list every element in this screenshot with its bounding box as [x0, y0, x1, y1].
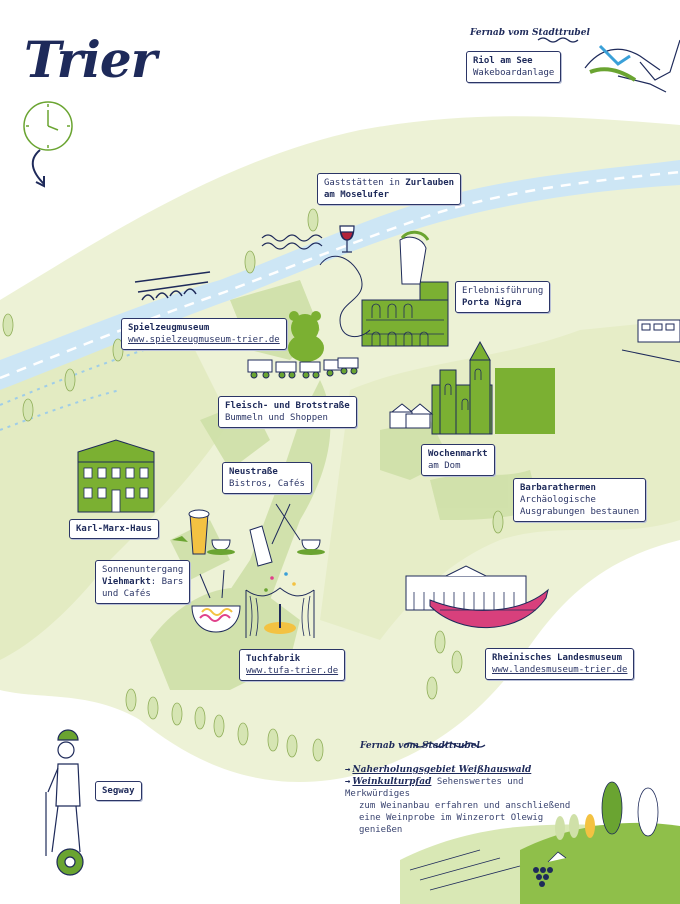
label-zurlauben-bold2: am Moselufer — [324, 190, 390, 200]
label-tuchfabrik[interactable]: Tuchfabrik www.tufa-trier.de — [239, 649, 346, 681]
segway-rider-illustration — [45, 729, 84, 876]
tuchfabrik-stage-illustration — [245, 572, 315, 638]
label-segway-title: Segway — [102, 786, 135, 796]
label-fleisch-title: Fleisch- und Brotstraße — [225, 401, 350, 411]
landesmuseum-illustration — [405, 565, 549, 629]
label-landesmuseum[interactable]: Rheinisches Landesmuseum www.landesmuseu… — [485, 648, 635, 680]
label-wochenmarkt-sub: am Dom — [428, 461, 461, 471]
label-barbara-title: Barbarathermen — [520, 483, 596, 493]
roman-bridge — [134, 271, 211, 301]
wine-glass-icon — [339, 225, 355, 253]
label-barbarathermen[interactable]: Barbarathermen Archäologische Ausgrabung… — [513, 478, 647, 522]
label-riol-am-see[interactable]: Riol am See Wakeboardanlage — [466, 51, 562, 83]
curved-arrow-icon — [31, 149, 45, 188]
away-heading-bottom: Fernab vom Stadttrubel — [360, 741, 480, 751]
label-porta-text: Erlebnisführung — [462, 286, 544, 296]
label-landesmuseum-title: Rheinisches Landesmuseum — [492, 653, 623, 663]
tram-illustration — [621, 319, 680, 363]
label-zurlauben-bold: Zurlauben — [405, 178, 455, 188]
label-viehmarkt-rest: : Bars — [150, 577, 184, 587]
label-tuchfabrik-title: Tuchfabrik — [246, 654, 301, 664]
link-landesmuseum[interactable]: www.landesmuseum-trier.de — [492, 665, 628, 675]
link-tufa[interactable]: www.tufa-trier.de — [246, 666, 339, 676]
link-weisshauswald[interactable]: Naherholungsgebiet Weißhauswald — [352, 765, 532, 775]
label-zurlauben-text: Gaststätten in — [324, 178, 406, 188]
label-segway[interactable]: Segway — [95, 781, 142, 801]
karl-marx-haus-illustration — [77, 439, 155, 513]
wave-decoration — [261, 37, 579, 748]
weinkulturpfad-text3: eine Weinprobe im Winzerort Olewig — [359, 813, 544, 823]
label-viehmarkt[interactable]: Sonnenuntergang Viehmarkt: Bars und Café… — [95, 560, 191, 604]
label-zurlauben[interactable]: Gaststätten in Zurlauben am Moselufer — [317, 173, 462, 205]
arrow-right-icon: → — [345, 765, 351, 775]
porta-nigra-illustration — [319, 230, 449, 347]
away-list: →Naherholungsgebiet Weißhauswald →Weinku… — [345, 764, 585, 836]
label-karlmarx-title: Karl-Marx-Haus — [76, 524, 152, 534]
label-barbara-line2: Ausgrabungen bestaunen — [520, 507, 640, 517]
weinkulturpfad-text4: genießen — [359, 825, 403, 835]
link-spielzeugmuseum[interactable]: www.spielzeugmuseum-trier.de — [128, 335, 280, 345]
label-wochenmarkt-title: Wochenmarkt — [428, 449, 488, 459]
link-weinkulturpfad[interactable]: Weinkulturpfad — [352, 777, 432, 787]
wakeboarder-illustration — [584, 39, 680, 93]
label-spielzeug-title: Spielzeugmuseum — [128, 323, 210, 333]
label-neustrasse[interactable]: Neustraße Bistros, Cafés — [222, 462, 312, 494]
label-fleisch-sub: Bummeln und Shoppen — [225, 413, 328, 423]
page-title: Trier — [24, 30, 157, 89]
weinkulturpfad-text2: zum Weinanbau erfahren und anschließend — [359, 801, 571, 811]
label-fleisch-brotstrasse[interactable]: Fleisch- und Brotstraße Bummeln und Shop… — [218, 396, 357, 428]
label-sonnen-line1: Sonnenuntergang — [102, 565, 184, 575]
trees — [2, 208, 504, 762]
label-sonnen-line3: und Cafés — [102, 589, 151, 599]
arrow-right-icon: → — [345, 777, 351, 787]
label-porta-nigra[interactable]: Erlebnisführung Porta Nigra — [455, 281, 551, 313]
dom-illustration — [389, 340, 555, 435]
toy-train-teddy-illustration — [247, 311, 359, 379]
label-riol-title: Riol am See — [473, 56, 533, 66]
label-wochenmarkt[interactable]: Wochenmarkt am Dom — [421, 444, 495, 476]
vineyard-illustration — [400, 781, 680, 904]
cafe-illustration — [172, 503, 325, 567]
away-heading-top: Fernab vom Stadttrubel — [470, 28, 590, 38]
label-riol-sub: Wakeboardanlage — [473, 68, 555, 78]
label-viehmarkt-bold: Viehmarkt — [102, 577, 151, 587]
label-neustrasse-title: Neustraße — [229, 467, 278, 477]
label-neustrasse-sub: Bistros, Cafés — [229, 479, 305, 489]
label-spielzeugmuseum[interactable]: Spielzeugmuseum www.spielzeugmuseum-trie… — [121, 318, 287, 350]
viehmarkt-bowl-illustration — [191, 569, 241, 633]
label-karl-marx-haus[interactable]: Karl-Marx-Haus — [69, 519, 159, 539]
weinkulturpfad-text1: Sehenswertes und Merkwürdiges — [345, 777, 524, 799]
label-barbara-line1: Archäologische — [520, 495, 596, 505]
clock-icon — [23, 101, 73, 151]
river-mosel — [0, 160, 680, 431]
label-porta-bold: Porta Nigra — [462, 298, 522, 308]
